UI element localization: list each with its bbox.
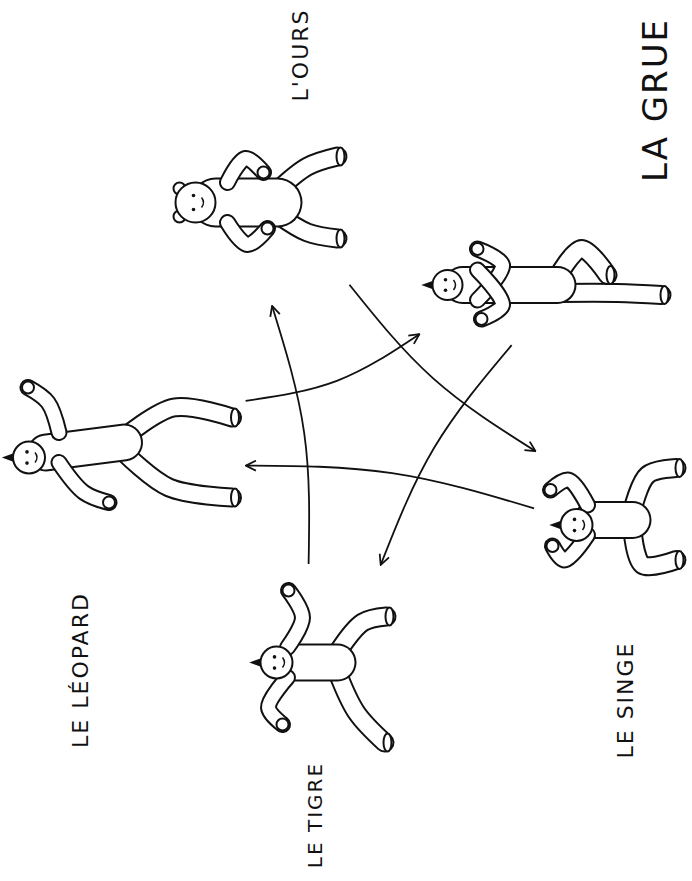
animal-label: L'OURS xyxy=(288,7,313,104)
hand xyxy=(472,243,484,255)
arm xyxy=(59,463,109,503)
mouth xyxy=(283,658,285,668)
torso xyxy=(593,503,633,537)
foot xyxy=(676,551,684,569)
head xyxy=(13,442,45,474)
arm-outline xyxy=(28,388,59,433)
animal-label: LE LÉOPARD xyxy=(68,590,93,750)
animal-figure: L'OURS xyxy=(170,105,345,300)
arm-outline xyxy=(268,678,287,725)
arm xyxy=(268,678,287,725)
hand xyxy=(22,382,34,394)
animal-label: LE TIGRE xyxy=(303,760,327,870)
torso xyxy=(293,646,338,680)
mouth xyxy=(454,280,456,290)
foot xyxy=(337,230,345,248)
figure-group xyxy=(174,148,345,248)
figure-group xyxy=(4,382,239,509)
hand xyxy=(103,497,115,509)
foot xyxy=(661,286,669,304)
torso-outline xyxy=(593,501,633,539)
eye xyxy=(573,529,577,533)
foot xyxy=(676,459,684,477)
foot xyxy=(384,734,392,752)
hand xyxy=(476,313,488,325)
leg xyxy=(338,673,385,743)
mouth xyxy=(202,198,204,208)
eye xyxy=(192,208,196,212)
flow-arrow xyxy=(381,345,512,565)
eye xyxy=(573,518,577,522)
foot xyxy=(337,148,345,166)
torso xyxy=(46,443,124,453)
hand xyxy=(277,719,289,731)
eye xyxy=(25,450,29,454)
head xyxy=(433,270,463,300)
eye xyxy=(444,288,448,292)
figure-group xyxy=(545,459,684,569)
leg-outline xyxy=(124,453,232,498)
figure-drawing xyxy=(425,230,670,340)
flow-arrow xyxy=(246,334,420,401)
foot xyxy=(386,608,394,626)
mouth xyxy=(583,520,585,530)
figure-group xyxy=(252,585,394,752)
foot xyxy=(231,409,239,427)
figure-drawing xyxy=(250,570,395,755)
head xyxy=(561,509,593,541)
head xyxy=(176,183,216,223)
arm xyxy=(478,270,503,319)
head xyxy=(261,647,293,679)
foot xyxy=(607,266,615,284)
animal-figure: LE LÉOPARD xyxy=(8,375,240,520)
figure-drawing xyxy=(170,105,345,300)
flow-arrow xyxy=(246,466,534,509)
mouth xyxy=(35,453,37,463)
eye xyxy=(444,278,448,282)
figure-group xyxy=(424,243,669,325)
figure-drawing xyxy=(8,375,240,520)
hand xyxy=(262,223,274,235)
hand xyxy=(545,484,557,496)
animal-figure: LE SINGE xyxy=(540,450,685,590)
torso-outline xyxy=(46,443,124,453)
flow-arrow xyxy=(272,306,309,564)
arm xyxy=(288,591,303,648)
animal-figure: LA GRUE xyxy=(425,230,670,340)
leg xyxy=(124,453,232,498)
arm-outline xyxy=(288,591,303,648)
hand xyxy=(283,585,295,597)
foot xyxy=(231,489,239,507)
eye xyxy=(192,194,196,198)
torso-outline xyxy=(293,644,338,682)
animal-label: LA GRUE xyxy=(635,16,675,184)
arm-outline xyxy=(59,463,109,503)
hand xyxy=(258,167,270,179)
leg-outline xyxy=(338,673,385,743)
eye xyxy=(25,461,29,465)
arm xyxy=(28,388,59,433)
eye xyxy=(273,655,277,659)
animal-figure: LE TIGRE xyxy=(250,570,395,755)
animal-label: LE SINGE xyxy=(613,639,638,760)
figure-drawing xyxy=(540,450,685,590)
hand xyxy=(547,540,559,552)
eye xyxy=(273,666,277,670)
arm-outline xyxy=(478,270,503,319)
